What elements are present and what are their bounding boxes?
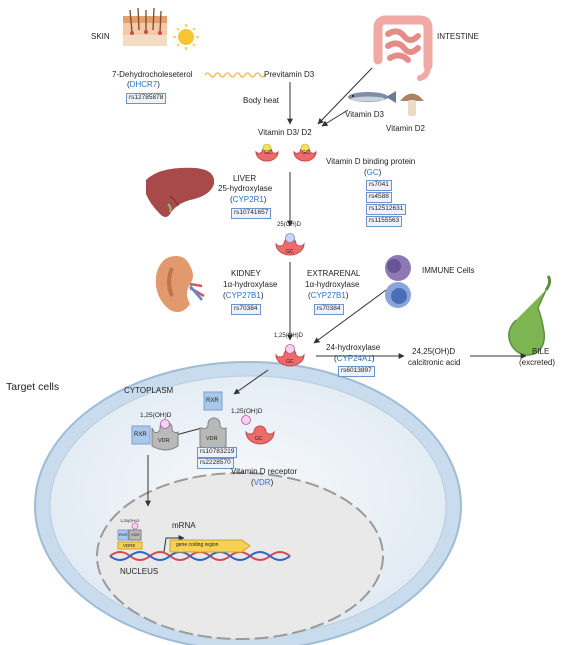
fish-icon [348, 91, 396, 103]
skin-label: SKIN [91, 32, 110, 41]
liver-title: LIVER [233, 174, 257, 183]
sun-icon [173, 24, 199, 50]
skin-icon [123, 7, 167, 46]
nuclear-complex [117, 522, 143, 550]
extrarenal-title: EXTRARENAL [307, 269, 361, 278]
rs-cyp2r1: rs10741657 [231, 208, 272, 219]
gc-protein-25ohd [275, 233, 305, 256]
ohd125-cytoplasm-label: 1,25(OH)D [140, 412, 172, 419]
vitamin-d-receptor-label: Vitamin D receptor [231, 467, 298, 476]
nucleus-ohd-label: 1,25(OH)D [120, 518, 140, 523]
liver-icon [146, 167, 215, 217]
immune-cells-label: IMMUNE Cells [422, 266, 475, 275]
mrna-label: mRNA [172, 521, 196, 530]
nucleus [96, 472, 384, 640]
vitamin-d2-food-label: Vitamin D2 [386, 124, 425, 133]
bile-line1: BILE [532, 347, 550, 356]
gc-protein-pair [255, 143, 317, 162]
cyp27b1-kidney-gene: CYP27B1 [225, 291, 261, 300]
rs-vdr-1: rs10783219 [197, 447, 238, 458]
vdr-free-label: VDR [206, 436, 218, 442]
ohd-ligand-free [241, 415, 251, 425]
cyp27b1-extrarenal-gene-line: (CYP27B1) [308, 291, 349, 300]
rs-gc-2: rs4588 [366, 192, 392, 203]
gallbladder-icon [508, 275, 552, 356]
bile-line2: (excreted) [519, 358, 556, 367]
gc-tag-3: GC [286, 249, 294, 255]
cyp27b1-kidney-gene-line: (CYP27B1) [223, 291, 264, 300]
vdr-gene: VDR [253, 478, 271, 487]
vdr-gene-line: (VDR) [251, 478, 274, 487]
gc-protein-cytoplasm [245, 425, 275, 445]
nucleus-rxr-label: RXR [119, 532, 128, 537]
rs-dhcr7: rs12785878 [126, 93, 167, 104]
ohd125-free-label: 1,25(OH)D [231, 408, 263, 415]
gc-gene-line: (GC) [364, 168, 382, 177]
kidney-title: KIDNEY [231, 269, 261, 278]
rxr-free-label: RXR [206, 398, 219, 404]
vdr-complex [151, 419, 179, 451]
rs-cyp24a1: rs6013897 [338, 366, 375, 377]
vitamin-d3-food-label: Vitamin D3 [345, 110, 384, 119]
rs-gc-4: rs1155563 [366, 216, 403, 227]
rs-gc-3: rs12512631 [366, 204, 407, 215]
gc-tag-2: GC [302, 150, 310, 156]
ohd125-label: 1,25(OH)D [274, 333, 304, 339]
immune-cells-icon [385, 255, 411, 308]
extrarenal-enzyme: 1α-hydroxylase [305, 280, 360, 289]
gc-tag-4: GC [286, 359, 294, 365]
previtamin-d3-label: Previtamin D3 [264, 70, 315, 79]
gene-coding-region-arrow [169, 539, 251, 553]
intestine-label: INTESTINE [437, 32, 479, 41]
dehydrocholesterol-label: 7-Dehydrocholeseterol [112, 70, 193, 79]
vitamin-d-binding-protein-label: Vitamin D binding protein [326, 157, 416, 166]
vdre-label: VDRE [123, 543, 136, 548]
cyp24a1-gene-line: (CYP24A1) [334, 354, 375, 363]
intestine-icon [373, 15, 433, 81]
mushroom-icon [400, 93, 424, 116]
gene-coding-region-label: gene coding region [176, 542, 219, 548]
rs-vdr-2: rs2228570 [197, 458, 234, 469]
calcitronic-line1: 24,25(OH)D [412, 347, 456, 356]
rxr-box-free [203, 391, 223, 411]
uv-wavy-line [204, 72, 266, 78]
cyp27b1-extrarenal-gene: CYP27B1 [310, 291, 346, 300]
ohd25-label: 25(OH)D [277, 222, 302, 228]
hydroxylase24-enzyme: 24-hydroxylase [326, 343, 381, 352]
vitamin-d3-d2-label: Vitamin D3/ D2 [258, 128, 312, 137]
cyp2r1-gene: CYP2R1 [232, 195, 264, 204]
target-cells-label: Target cells [6, 381, 60, 393]
kidney-icon [155, 256, 205, 312]
cyp2r1-gene-line: (CYP2R1) [230, 195, 267, 204]
cyp24a1-gene: CYP24A1 [336, 354, 372, 363]
rs-cyp27b1-extrarenal: rs70384 [314, 304, 344, 315]
rxr-complex-label: RXR [134, 432, 147, 438]
gc-gene: GC [366, 168, 379, 177]
gc-tag-1: GC [264, 150, 272, 156]
nucleus-label: NUCLEUS [120, 567, 159, 576]
nucleus-vdr-label: VDR [131, 532, 140, 537]
dhcr7-gene-line: (DHCR7) [127, 80, 160, 89]
dhcr7-gene: DHCR7 [129, 80, 158, 89]
body-heat-label: Body heat [243, 96, 280, 105]
liver-enzyme: 25-hydroxylase [218, 184, 273, 193]
cytoplasm-label: CYTOPLASM [124, 386, 174, 395]
pathway-arrows [145, 67, 527, 553]
calcitronic-line2: calcitronic acid [408, 358, 461, 367]
kidney-enzyme: 1α-hydroxylase [223, 280, 278, 289]
rs-gc-1: rs7041 [366, 180, 392, 191]
rxr-box-complex [131, 425, 151, 445]
vdr-complex-label: VDR [158, 438, 170, 444]
gc-protein-125ohd [275, 344, 305, 367]
gc-tag-5: GC [255, 436, 263, 442]
rs-cyp27b1-kidney: rs70384 [231, 304, 261, 315]
